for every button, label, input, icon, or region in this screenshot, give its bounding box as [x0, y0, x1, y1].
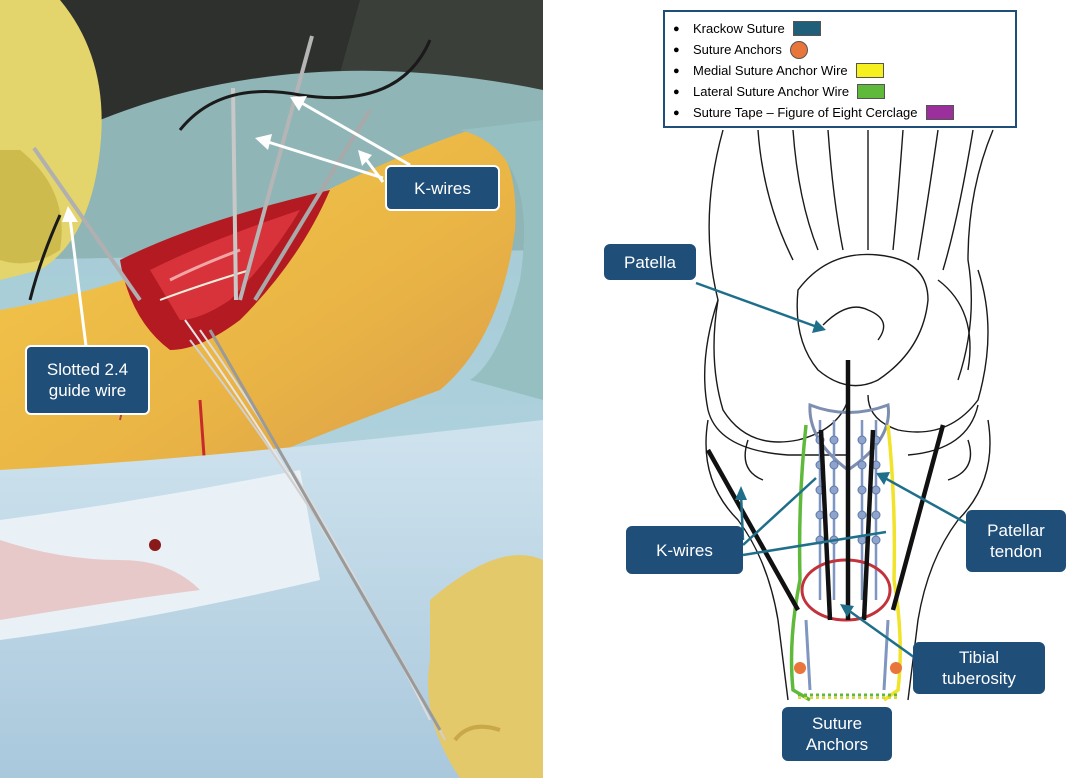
diagram-k-wires-callout: K-wires: [626, 526, 743, 574]
bullet-icon: ●: [673, 22, 680, 35]
thigh-outline-right: [957, 129, 994, 381]
legend-item: ● Lateral Suture Anchor Wire: [673, 81, 1007, 102]
k-wires-callout: K-wires: [385, 165, 500, 211]
legend-label: Krackow Suture: [693, 21, 785, 36]
thigh-outline-left: [703, 129, 724, 411]
legend: ● Krackow Suture ● Suture Anchors ● Medi…: [663, 10, 1017, 128]
k-wire-3: [253, 108, 372, 302]
bullet-icon: ●: [673, 64, 680, 77]
guide-wire-label-line1: Slotted 2.4: [46, 360, 129, 379]
patella-label: Patella: [624, 252, 676, 272]
patellar-tendon-callout: Patellar tendon: [966, 510, 1066, 572]
tibia-outline-right: [907, 419, 991, 701]
patellar-tendon-line2: tendon: [990, 542, 1042, 561]
legend-label: Lateral Suture Anchor Wire: [693, 84, 850, 99]
legend-label: Medial Suture Anchor Wire: [693, 63, 848, 78]
legend-swatch: [925, 105, 954, 120]
legend-item: ● Suture Tape – Figure of Eight Cerclage: [673, 102, 1007, 123]
legend-item: ● Suture Anchors: [673, 39, 1007, 60]
guide-wire-callout: Slotted 2.4 guide wire: [25, 345, 150, 415]
patella-outline: [796, 253, 929, 387]
glove-bottom-right: [428, 555, 543, 778]
lateral-wire: [789, 424, 811, 702]
legend-label: Suture Anchors: [693, 42, 782, 57]
k-wire-1: [231, 87, 238, 301]
legend-item: ● Medial Suture Anchor Wire: [673, 60, 1007, 81]
diagram-k-wires-label: K-wires: [656, 540, 713, 560]
k-wire-lateral: [706, 448, 800, 612]
k-wires-label: K-wires: [414, 178, 471, 198]
legend-swatch: [789, 40, 808, 59]
bullet-icon: ●: [673, 43, 680, 56]
guide-wire-label-line2: guide wire: [48, 381, 127, 400]
bullet-icon: ●: [673, 106, 680, 119]
k-wire-medial: [890, 424, 946, 611]
patellar-tendon-line1: Patellar: [987, 521, 1045, 540]
suture-anchor-right: [890, 662, 902, 674]
legend-label: Suture Tape – Figure of Eight Cerclage: [693, 105, 918, 120]
surgical-photo: K-wires Slotted 2.4 guide wire: [0, 0, 543, 778]
tibial-tuberosity-callout: Tibial tuberosity: [913, 642, 1045, 694]
bullet-icon: ●: [673, 85, 680, 98]
legend-swatch: [857, 84, 886, 99]
suture-anchors-line2: Anchors: [805, 735, 869, 754]
legend-swatch: [855, 63, 884, 78]
tibial-tuberosity-line2: tuberosity: [942, 669, 1016, 688]
knee-diagram: ● Krackow Suture ● Suture Anchors ● Medi…: [548, 0, 1077, 778]
patella-callout: Patella: [604, 244, 696, 280]
suture-anchor-left: [794, 662, 806, 674]
suture-anchors-line1: Suture: [811, 714, 863, 733]
suture-anchors-callout: Suture Anchors: [782, 707, 892, 761]
k-wire-2: [238, 35, 314, 301]
tibial-tuberosity-line1: Tibial: [959, 648, 999, 667]
tibia-outline-left: [705, 419, 789, 701]
legend-item: ● Krackow Suture: [673, 18, 1007, 39]
guide-wire: [32, 146, 142, 302]
legend-swatch: [792, 21, 821, 36]
